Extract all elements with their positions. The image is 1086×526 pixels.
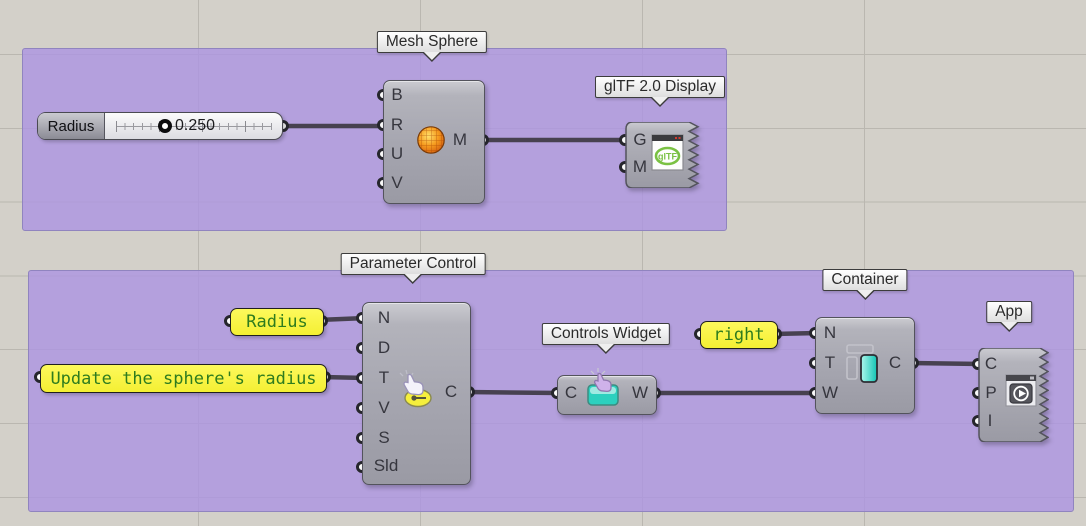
panel-update[interactable]: Update the sphere's radius (40, 364, 327, 393)
tooltip-app: App (986, 301, 1032, 323)
svg-text:glTF: glTF (658, 152, 677, 162)
port-label: D (377, 338, 391, 357)
gltf-display-node[interactable]: glTF (625, 121, 703, 189)
port-label: C (984, 354, 998, 373)
port-label: B (391, 85, 403, 104)
port-label: T (824, 353, 836, 372)
port-label: V (391, 173, 403, 192)
wire-pc-to-widget[interactable] (463, 389, 563, 396)
tooltip-parameter-control: Parameter Control (340, 253, 486, 275)
hand-widget-icon (587, 368, 619, 406)
port-label: U (390, 144, 404, 163)
port-label: G (633, 130, 647, 149)
port-label: N (377, 308, 391, 327)
port-label: Sld (373, 456, 399, 475)
panel-right-text: right (713, 325, 765, 345)
app-play-icon (1005, 374, 1037, 407)
port-label: S (378, 428, 390, 447)
app-node[interactable] (978, 347, 1050, 443)
tooltip-gltf-display: glTF 2.0 Display (595, 76, 725, 98)
slider-label: Radius (38, 113, 105, 139)
port-label: C (888, 353, 902, 372)
port-label: W (821, 383, 839, 402)
tooltip-mesh-sphere: Mesh Sphere (376, 31, 488, 53)
port-label: M (632, 157, 648, 176)
tooltip-controls-widget: Controls Widget (541, 323, 671, 345)
gltf-window-icon: glTF (651, 134, 684, 171)
layout-container-icon (846, 344, 878, 383)
wire-container-to-app[interactable] (907, 360, 985, 367)
panel-radius[interactable]: Radius (230, 308, 324, 336)
slider-value: 0.250 (175, 117, 216, 134)
tooltip-container: Container (822, 269, 908, 291)
port-label: P (985, 383, 997, 402)
port-label: C (444, 382, 458, 401)
hand-slider-icon (399, 370, 432, 408)
port-label: I (987, 411, 993, 430)
panel-update-text: Update the sphere's radius (50, 368, 317, 389)
panel-right[interactable]: right (700, 321, 778, 349)
port-label: M (452, 130, 468, 149)
sphere-icon (417, 126, 445, 154)
slider-ticks-major (116, 121, 272, 132)
port-label: V (378, 398, 390, 417)
panel-radius-text: Radius (246, 312, 308, 332)
slider-grip[interactable] (158, 119, 172, 133)
port-label: R (390, 115, 404, 134)
port-label: W (631, 383, 649, 402)
port-label: T (378, 368, 390, 387)
port-label: C (564, 383, 578, 402)
port-label: N (823, 323, 837, 342)
number-slider[interactable]: Radius 0.250 (37, 112, 283, 140)
